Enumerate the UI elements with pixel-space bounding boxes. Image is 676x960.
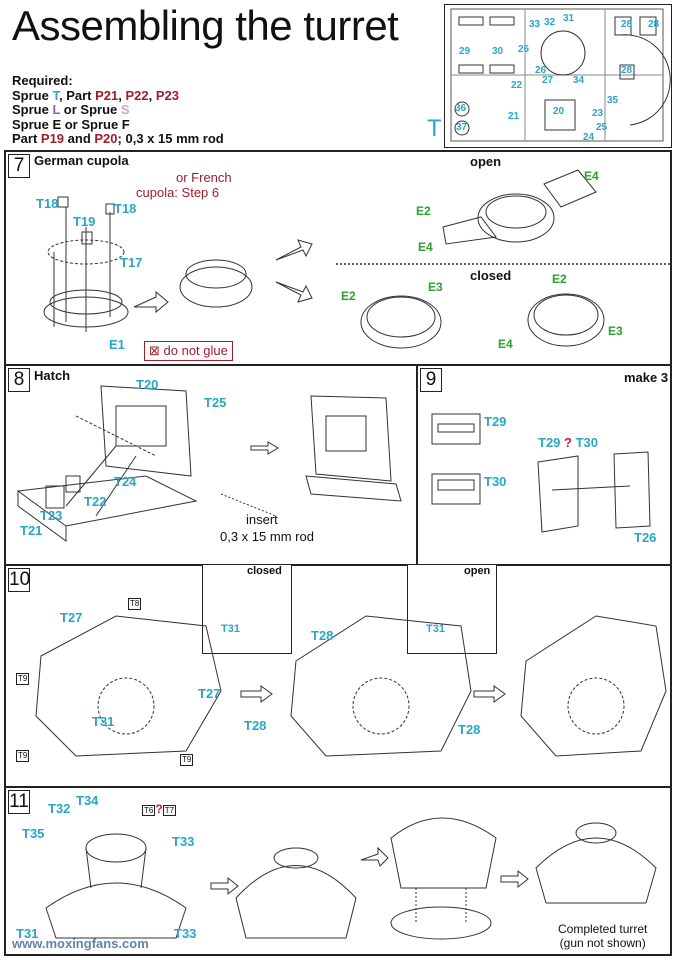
part-label: T31 xyxy=(16,926,39,941)
part-box: T8 xyxy=(128,598,142,610)
part-label: T26 xyxy=(634,530,657,545)
part-label: E3 xyxy=(608,324,623,338)
sprue-num: 20 xyxy=(553,106,565,117)
part-label: E3 xyxy=(428,280,443,294)
do-not-glue-note: ⊠ do not glue xyxy=(144,341,233,361)
part-label: T28 xyxy=(311,628,334,643)
step-title: make 3 xyxy=(624,370,669,385)
part-label: T19 xyxy=(73,214,96,229)
open-label: open xyxy=(470,154,502,169)
sprue-num: 24 xyxy=(583,132,595,143)
sprue-num: 33 xyxy=(529,19,541,30)
step-9-drawing xyxy=(431,413,651,533)
sprue-num: 36 xyxy=(455,103,467,114)
sprue-frame xyxy=(450,8,671,142)
part-label: T31 xyxy=(92,714,115,729)
sprue-num: 26 xyxy=(535,65,547,76)
sprue-letter: T xyxy=(427,115,442,142)
part-label: E1 xyxy=(109,337,125,352)
part-label: T25 xyxy=(204,395,227,410)
part-label: T27 xyxy=(198,686,221,701)
step-title: Hatch xyxy=(34,368,71,383)
insert-note: 0,3 x 15 mm rod xyxy=(220,529,314,544)
sprue-num: 25 xyxy=(596,122,608,133)
part-label: E2 xyxy=(341,289,356,303)
part-label: T21 xyxy=(20,523,43,538)
step-8-drawing xyxy=(16,385,402,542)
step-number: 7 xyxy=(8,154,30,178)
part-label: E2 xyxy=(416,204,431,218)
sprue-num: 28 xyxy=(621,65,633,76)
part-label: T28 xyxy=(244,718,267,733)
part-label: T28 xyxy=(458,722,481,737)
alternative-note: T29 ? T30 xyxy=(538,435,599,450)
insert-note: insert xyxy=(246,512,278,527)
sprue-num: 34 xyxy=(573,75,585,86)
step-11-panel: 11 T34 T32 T6?T7 T35 T33 T33 T31 Complet… xyxy=(4,786,672,956)
sprue-num: 22 xyxy=(511,80,523,91)
sprue-num: 28 xyxy=(621,19,633,30)
part-label: T20 xyxy=(136,377,159,392)
open-inset: open T31 xyxy=(407,564,497,654)
step-10-panel: 10 closed T31 open T31 T27 T8 T28 T27 T9… xyxy=(4,564,672,788)
step-10-drawing xyxy=(35,615,667,757)
part-label: E4 xyxy=(584,169,599,183)
part-alternative: T6?T7 xyxy=(142,802,177,816)
part-label: T31 xyxy=(426,623,445,635)
step-11-drawing xyxy=(45,817,657,940)
part-label: T33 xyxy=(172,834,195,849)
part-label: T18 xyxy=(114,201,137,216)
part-label: T18 xyxy=(36,196,59,211)
sprue-num: 29 xyxy=(459,46,471,57)
part-label: E4 xyxy=(418,240,433,254)
part-label: T17 xyxy=(120,255,143,270)
open-label: open xyxy=(464,565,491,577)
part-label: E2 xyxy=(552,272,567,286)
part-label: T24 xyxy=(114,474,137,489)
sprue-num: 26 xyxy=(518,44,530,55)
sprue-num: 27 xyxy=(542,75,554,86)
alt-note: cupola: Step 6 xyxy=(136,185,220,200)
sprue-num: 37 xyxy=(456,122,468,133)
completed-caption: Completed turret(gun not shown) xyxy=(558,922,648,950)
step-number: 8 xyxy=(8,368,30,392)
step-title: German cupola xyxy=(34,153,129,168)
part-label: T30 xyxy=(484,474,507,489)
sprue-num: 32 xyxy=(544,17,556,28)
part-label: T29 xyxy=(484,414,507,429)
part-box: T9 xyxy=(180,754,194,766)
page-title: Assembling the turret xyxy=(12,2,399,49)
part-label: T22 xyxy=(84,494,107,509)
sprue-num: 28 xyxy=(648,19,660,30)
closed-inset: closed T31 xyxy=(202,564,292,654)
sprue-diagram: 33 32 31 28 28 29 30 26 28 26 27 34 22 3… xyxy=(427,4,672,148)
closed-label: closed xyxy=(470,268,512,283)
step-7-drawing xyxy=(43,169,670,349)
requirements: Required: Sprue T, Part P21, P22, P23 Sp… xyxy=(12,73,224,146)
part-label: T32 xyxy=(48,801,71,816)
part-box: T9 xyxy=(16,750,30,762)
part-box: T9 xyxy=(16,673,30,685)
part-label: T31 xyxy=(221,623,240,635)
part-label: T23 xyxy=(40,508,63,523)
part-label: T33 xyxy=(174,926,197,941)
step-7-panel: 7 German cupola or French cupola: Step 6… xyxy=(4,150,672,366)
step-number: 9 xyxy=(420,368,442,392)
step-number: 10 xyxy=(8,568,31,592)
sprue-num: 23 xyxy=(592,108,604,119)
part-label: T34 xyxy=(76,793,99,808)
sprue-num: 30 xyxy=(492,46,504,57)
closed-label: closed xyxy=(247,565,282,577)
part-label: T27 xyxy=(60,610,83,625)
alt-note: or French xyxy=(176,170,232,185)
sprue-num: 31 xyxy=(563,13,575,24)
sprue-num: 21 xyxy=(508,111,520,122)
step-number: 11 xyxy=(8,790,30,814)
part-label: E4 xyxy=(498,337,513,351)
step-9-panel: 9 make 3 T29 T30 T29 ? T30 T26 xyxy=(416,364,672,566)
step-8-panel: 8 Hatch T20 T25 T24 T22 T23 T21 insert 0… xyxy=(4,364,418,566)
watermark: www.moxingfans.com xyxy=(12,936,149,951)
part-label: T35 xyxy=(22,826,45,841)
sprue-num: 35 xyxy=(607,95,619,106)
